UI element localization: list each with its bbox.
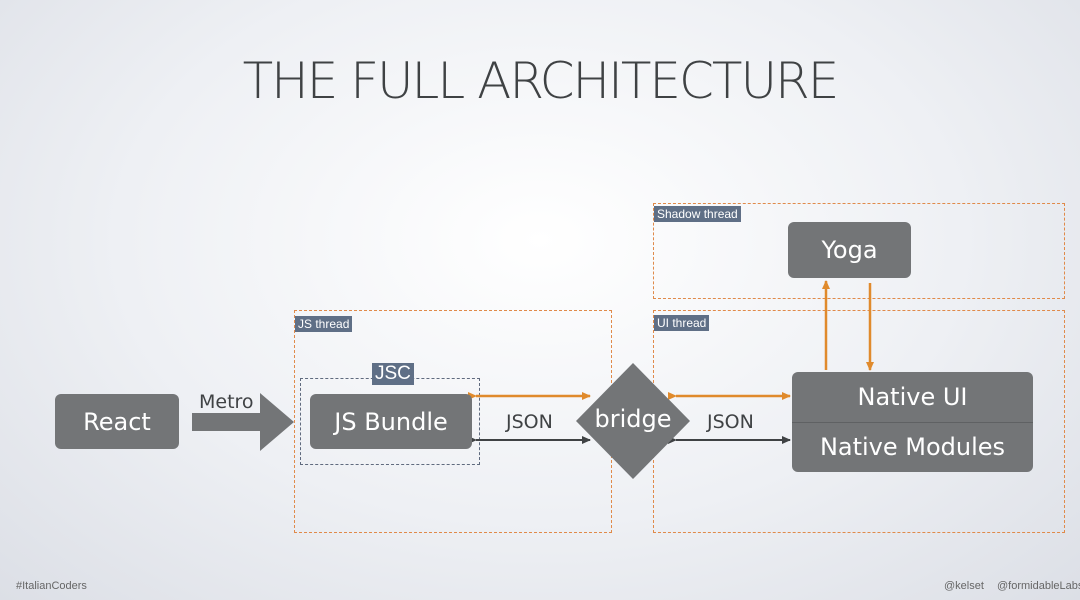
footer-handle-kelset: @kelset xyxy=(944,580,984,592)
bridge-label: bridge xyxy=(594,405,672,433)
js-bundle-node: JS Bundle xyxy=(310,394,472,449)
yoga-node: Yoga xyxy=(788,222,911,278)
bridge-diamond xyxy=(576,363,690,479)
shadow-thread-label: Shadow thread xyxy=(654,206,741,222)
metro-arrow xyxy=(192,393,294,451)
native-ui-label: Native UI xyxy=(792,372,1033,423)
metro-label: Metro xyxy=(199,391,254,413)
json-left-label: JSON xyxy=(506,411,553,433)
slide-title: THE FULL ARCHITECTURE xyxy=(242,52,840,110)
ui-thread-label: UI thread xyxy=(654,315,710,331)
js-thread-label: JS thread xyxy=(295,316,353,332)
jsc-label: JSC xyxy=(372,363,414,385)
native-node: Native UI Native Modules xyxy=(792,372,1033,472)
footer-handle-formidable: @formidableLabs xyxy=(997,580,1080,592)
footer-hashtag: #ItalianCoders xyxy=(16,580,87,592)
native-modules-label: Native Modules xyxy=(819,433,1006,462)
json-right-label: JSON xyxy=(707,411,754,433)
shadow-thread-zone xyxy=(653,203,1065,299)
react-node: React xyxy=(55,394,179,449)
